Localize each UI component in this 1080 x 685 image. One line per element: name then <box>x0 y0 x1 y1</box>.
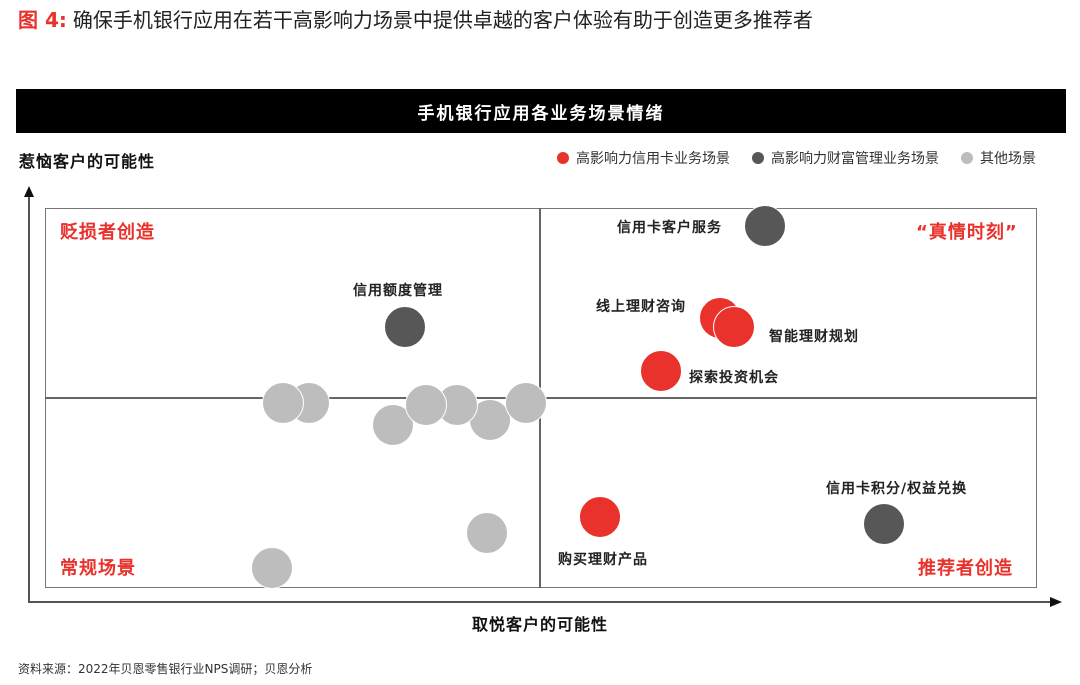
quadrant-label-bottom-right: 推荐者创造 <box>918 558 1013 579</box>
red-dot-icon <box>557 152 569 164</box>
point-label: 探索投资机会 <box>689 370 779 386</box>
legend-item-wealth-management: 高影响力财富管理业务场景 <box>752 148 939 168</box>
y-axis-arrow-icon <box>24 186 34 197</box>
figure-title: 图 4:确保手机银行应用在若干高影响力场景中提供卓越的客户体验有助于创造更多推荐… <box>18 7 813 33</box>
point-label: 购买理财产品 <box>558 552 648 568</box>
y-axis-label: 惹恼客户的可能性 <box>19 152 156 171</box>
x-axis-arrow-icon <box>1050 597 1062 607</box>
quadrant-label-bottom-left: 常规场景 <box>60 558 136 579</box>
point-label: 信用卡客户服务 <box>617 220 722 236</box>
data-point-credit-card-service <box>744 205 786 247</box>
chart-title: 手机银行应用各业务场景情绪 <box>417 103 665 124</box>
quadrant-label-top-left: 贬损者创造 <box>60 222 155 243</box>
legend-item-credit-card: 高影响力信用卡业务场景 <box>557 148 730 168</box>
point-label: 线上理财咨询 <box>596 299 686 315</box>
data-point-other <box>469 399 511 441</box>
data-point-other <box>251 547 293 589</box>
data-point-buy-wealth-products <box>579 496 621 538</box>
legend-label: 高影响力信用卡业务场景 <box>576 151 730 167</box>
quadrant-label-top-right: “真情时刻” <box>916 222 1018 243</box>
data-point-smart-wealth-planning <box>713 306 755 348</box>
y-axis-line <box>28 196 30 602</box>
data-point-points-redemption <box>863 503 905 545</box>
data-point-other <box>466 512 508 554</box>
light-gray-dot-icon <box>961 152 973 164</box>
chart-title-banner: 手机银行应用各业务场景情绪 <box>16 89 1066 133</box>
point-label: 智能理财规划 <box>769 329 859 345</box>
x-axis-label: 取悦客户的可能性 <box>471 615 608 634</box>
point-label: 信用额度管理 <box>353 283 443 299</box>
x-axis-line <box>28 601 1052 603</box>
data-point-explore-investment <box>640 350 682 392</box>
dark-gray-dot-icon <box>752 152 764 164</box>
data-point-other <box>505 382 547 424</box>
point-label: 信用卡积分/权益兑换 <box>826 481 968 497</box>
data-point-other <box>262 382 304 424</box>
legend-label: 其他场景 <box>980 151 1036 167</box>
figure-title-text: 确保手机银行应用在若干高影响力场景中提供卓越的客户体验有助于创造更多推荐者 <box>72 8 813 32</box>
legend: 高影响力信用卡业务场景 高影响力财富管理业务场景 其他场景 <box>535 148 1036 168</box>
data-point-other <box>405 384 447 426</box>
source-note: 资料来源：2022年贝恩零售银行业NPS调研；贝恩分析 <box>18 662 313 676</box>
legend-label: 高影响力财富管理业务场景 <box>771 151 939 167</box>
data-point-credit-limit-management <box>384 306 426 348</box>
figure-number: 图 4: <box>18 8 67 32</box>
legend-item-other: 其他场景 <box>961 148 1036 168</box>
